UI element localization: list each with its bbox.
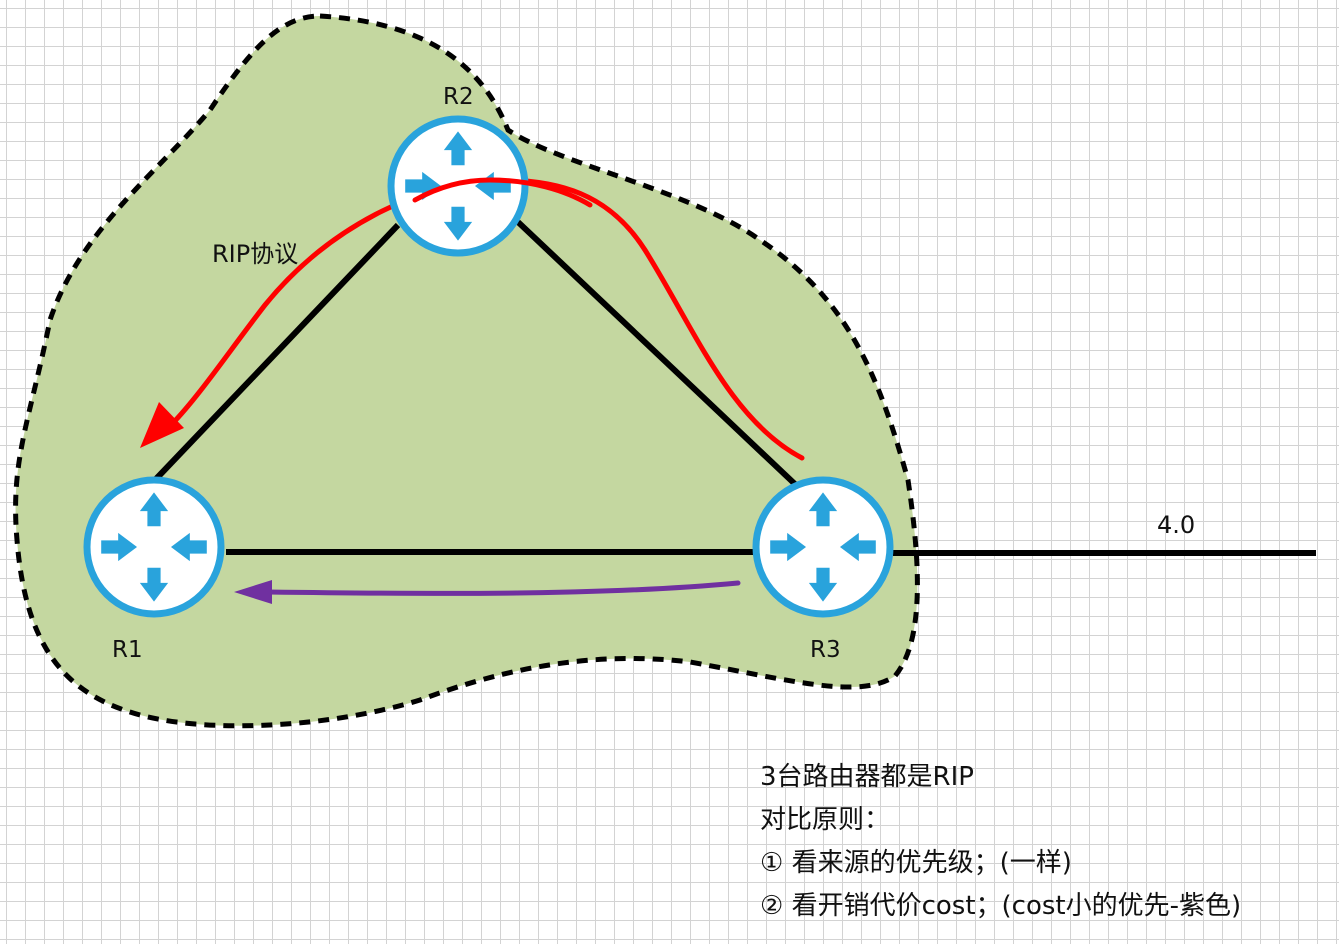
note-line-1: 3台路由器都是RIP [760, 762, 974, 792]
rip-domain-area [13, 13, 920, 729]
protocol-label: RIP协议 [212, 240, 298, 268]
link-r1-r2 [152, 222, 401, 483]
router-r1 [83, 476, 225, 618]
note-line-2: 对比原则： [760, 805, 891, 835]
router-label-r2: R2 [443, 84, 474, 110]
router-label-r3: R3 [810, 637, 841, 663]
preferred-path-arrowhead [234, 580, 272, 604]
link-r2-r3 [515, 219, 800, 489]
note-line-4: ② 看开销代价cost；(cost小的优先-紫色) [760, 891, 1242, 921]
comparison-notes: 3台路由器都是RIP 对比原则： ① 看来源的优先级；(一样) ② 看开销代价c… [760, 756, 1241, 928]
rip-path-over-r2 [412, 177, 593, 208]
network-label: 4.0 [1157, 511, 1195, 539]
preferred-path-arrow [265, 580, 741, 596]
note-line-3: ① 看来源的优先级；(一样) [760, 848, 1072, 878]
router-label-r1: R1 [112, 637, 143, 663]
rip-path-arrowhead [140, 402, 184, 448]
router-r3 [752, 476, 894, 618]
